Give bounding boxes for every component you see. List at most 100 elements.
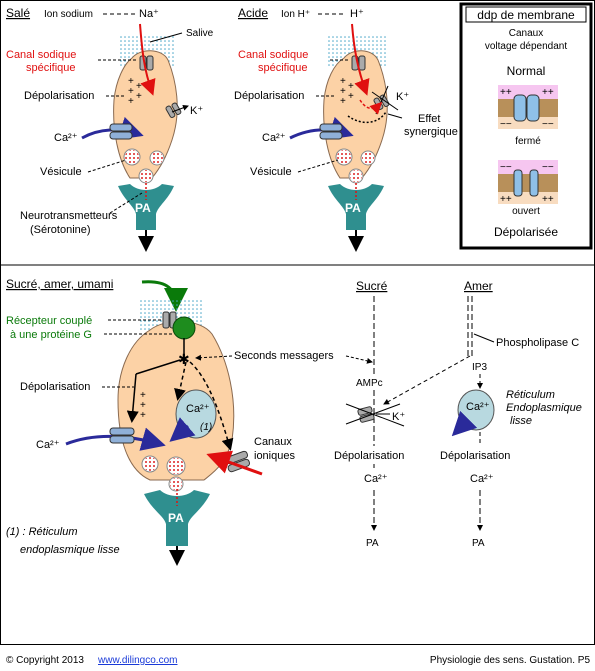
plus-sign: +: [140, 410, 146, 421]
calcium-entry-arrow: [289, 116, 354, 140]
closed-channel-icon: [498, 85, 558, 129]
ddp-depolarisee: Dépolarisée: [494, 225, 558, 239]
acide-effet-1: Effet: [418, 113, 440, 125]
potassium-channel-icon: [357, 406, 375, 423]
plus-sign: +: [128, 86, 134, 97]
ddp-canaux-2: voltage dépendant: [485, 41, 568, 52]
sucre-depol-label: Dépolarisation: [20, 381, 90, 393]
footer-copyright: © Copyright 2013: [6, 655, 84, 666]
sale-vesicule: Vésicule: [40, 166, 82, 178]
sale-canal-2: spécifique: [26, 62, 76, 74]
path-sucre: Sucré: [356, 279, 388, 293]
ddp-canaux-1: Canaux: [509, 28, 543, 39]
open-channel-icon: [498, 160, 558, 204]
block-line: [371, 91, 399, 111]
afferent-neuron: [144, 490, 210, 546]
charge-sign: ++: [500, 87, 512, 98]
sodium-channel-icon: [139, 55, 154, 71]
plus-sign: +: [128, 76, 134, 87]
footer-caption: Physiologie des sens. Gustation. P5: [430, 655, 591, 666]
sucre-ca: Ca²⁺: [36, 439, 60, 451]
path-pa-amer: PA: [472, 538, 485, 549]
sucre-seconds: Seconds messagers: [234, 350, 334, 362]
plus-sign: +: [136, 81, 142, 92]
acide-subtitle: Ion H⁺: [281, 9, 310, 20]
calcium-channel-icon: [109, 427, 135, 444]
sodium-entry-arrow: [139, 23, 156, 96]
ddp-title: ddp de membrane: [477, 8, 575, 22]
plus-sign: +: [340, 76, 346, 87]
charge-sign: −−: [542, 162, 554, 173]
sale-neuro-1: Neurotransmetteurs: [20, 210, 118, 222]
acide-ca: Ca²⁺: [262, 132, 286, 144]
acide-ion: H⁺: [350, 8, 364, 20]
sale-panel: Salé Ion sodium Na⁺ Salive Canal sodique…: [6, 6, 214, 252]
calcium-channel-icon: [109, 123, 133, 140]
path-ca-inner: Ca²⁺: [466, 401, 490, 413]
ddp-panel: ddp de membrane Canaux voltage dépendant…: [459, 2, 593, 250]
acide-depol-label: Dépolarisation: [234, 90, 304, 102]
charge-sign: ++: [500, 194, 512, 205]
sucre-footnote-2: endoplasmique lisse: [20, 544, 120, 556]
calcium-release-arrow: [451, 410, 478, 437]
plus-sign: +: [128, 96, 134, 107]
sale-title: Salé: [6, 6, 30, 20]
path-pa-sucre: PA: [366, 538, 379, 549]
block-line: [345, 403, 401, 425]
ddp-ferme: fermé: [515, 136, 541, 147]
plus-sign: +: [140, 400, 146, 411]
block-line: [345, 403, 405, 427]
path-ip3: IP3: [472, 362, 487, 373]
charge-sign: −−: [500, 162, 512, 173]
charge-sign: ++: [542, 194, 554, 205]
acide-effet-2: synergique: [404, 126, 458, 138]
acide-panel: Acide Ion H⁺ H⁺ Canal sodique spécifique…: [234, 6, 458, 252]
plus-sign: +: [348, 91, 354, 102]
sucre-canaux-2: ioniques: [254, 450, 295, 462]
plus-sign: +: [340, 96, 346, 107]
ion-entry-arrow: [206, 450, 263, 476]
afferent-neuron: [328, 184, 384, 230]
footer: © Copyright 2013 www.dilingco.com Physio…: [6, 655, 590, 666]
potassium-channel-icon: [165, 102, 182, 118]
ddp-ouvert: ouvert: [512, 206, 540, 217]
sucre-panel: Sucré, amer, umami Récepteur couplé à un…: [6, 277, 373, 566]
path-ca-amer: Ca²⁺: [470, 473, 494, 485]
second-messenger-star-icon: ✱: [178, 351, 190, 367]
acide-pa: PA: [345, 201, 361, 215]
sale-neuro-2: (Sérotonine): [30, 224, 91, 236]
footer-link[interactable]: www.dilingco.com: [97, 655, 177, 666]
acide-title: Acide: [238, 6, 268, 20]
pathways-panel: Sucré Amer AMPc K⁺ Dépolarisation Ca²⁺ P…: [334, 279, 582, 549]
sodium-channel-icon: [351, 55, 366, 71]
calcium-release-arrow: [169, 417, 196, 442]
plus-sign: +: [140, 390, 146, 401]
sucre-title: Sucré, amer, umami: [6, 277, 113, 291]
path-ret-2: Endoplasmique: [506, 402, 582, 414]
saliva-label: Salive: [186, 28, 214, 39]
sale-ca: Ca²⁺: [54, 132, 78, 144]
sale-subtitle: Ion sodium: [44, 9, 93, 20]
path-amer: Amer: [464, 279, 493, 293]
sucre-reticulum-ref: (1): [200, 422, 212, 433]
charge-sign: −−: [542, 119, 554, 130]
calcium-channel-icon: [319, 123, 343, 140]
taste-cell: [113, 50, 178, 179]
path-k: K⁺: [392, 411, 405, 423]
sale-pa: PA: [135, 201, 151, 215]
path-phospho: Phospholipase C: [496, 337, 579, 349]
plus-sign: +: [348, 81, 354, 92]
sucre-ca-inner: Ca²⁺: [186, 403, 210, 415]
plus-sign: +: [340, 86, 346, 97]
path-depol-amer: Dépolarisation: [440, 450, 510, 462]
plus-sign: +: [136, 91, 142, 102]
gpcr-icon: [162, 311, 196, 340]
sucre-recepteur-2: à une protéine G: [10, 329, 92, 341]
sucre-pa: PA: [168, 511, 184, 525]
sale-canal-1: Canal sodique: [6, 49, 76, 61]
sucre-recepteur-1: Récepteur couplé: [6, 315, 92, 327]
acide-k: K⁺: [396, 91, 409, 103]
sale-k: K⁺: [190, 105, 203, 117]
path-ret-3: lisse: [510, 415, 532, 427]
